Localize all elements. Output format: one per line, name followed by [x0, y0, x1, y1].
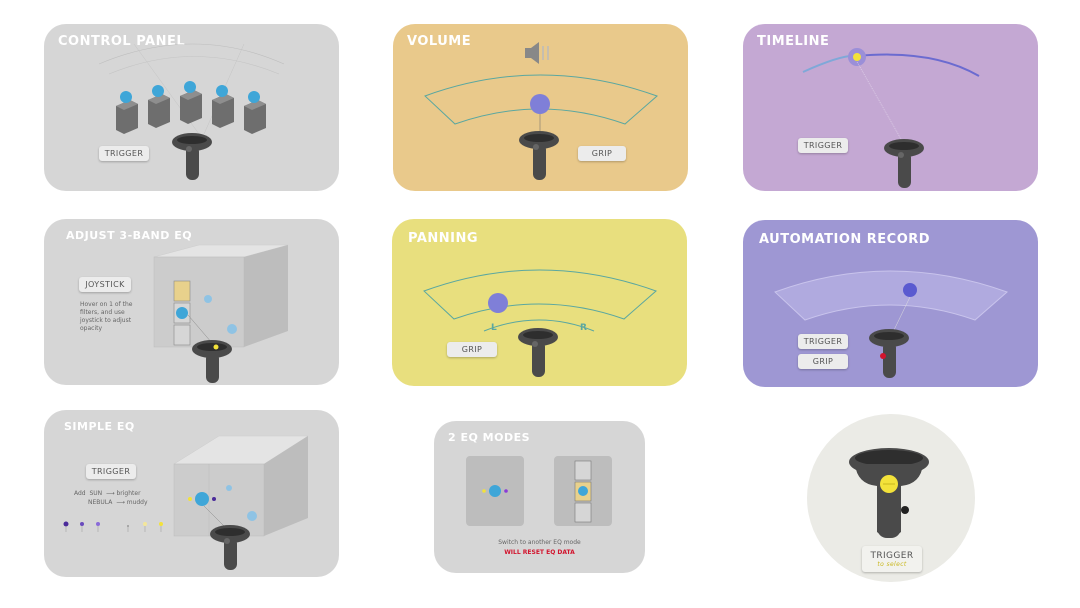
vr-controller-icon	[210, 525, 250, 570]
simple-eq-illustration	[63, 435, 309, 570]
card-adjust-eq: ADJUST 3-BAND EQ JOYSTICK Hover on 1 of …	[44, 219, 339, 385]
card-volume: VOLUME GRIP	[393, 24, 688, 191]
eq-modes-illustration	[466, 456, 612, 526]
trigger-button-label: TRIGGER	[798, 138, 848, 153]
nebula-rule: NEBULA ⟶ muddy	[88, 499, 148, 506]
knob-row	[116, 81, 266, 134]
vr-controller-icon	[884, 139, 924, 188]
vr-controller-closeup-icon	[849, 448, 929, 538]
vr-controller-icon	[869, 329, 909, 378]
card-simple-eq: SIMPLE EQ TRIGGER Add SUN ⟶ brighte	[44, 410, 339, 577]
vr-controller-icon	[192, 340, 232, 383]
vr-controller-icon	[518, 328, 558, 377]
card-title: CONTROL PANEL	[58, 34, 186, 49]
trigger-button-label: TRIGGER	[99, 146, 149, 161]
card-title: TIMELINE	[757, 34, 830, 49]
eq-mode-caption: Switch to another EQ mode	[498, 539, 581, 546]
card-automation-record: AUTOMATION RECORD TRIGGER GRIP	[743, 220, 1038, 387]
card-panning: PANNING L R GRIP	[392, 219, 687, 386]
trigger-button-label: TRIGGER	[86, 464, 136, 479]
card-control-panel: CONTROL PANEL TRIGGER	[44, 24, 339, 191]
eq-cube-illustration	[153, 244, 289, 383]
sun-rule: Add SUN ⟶ brighter	[74, 490, 141, 497]
grip-button-label: GRIP	[578, 146, 626, 161]
speaker-icon	[525, 42, 549, 64]
joystick-button-label: JOYSTICK	[79, 277, 131, 292]
grip-button-label: GRIP	[447, 342, 497, 357]
card-title: ADJUST 3-BAND EQ	[66, 229, 193, 242]
pan-right-label: R	[580, 323, 587, 333]
card-eq-modes: 2 EQ MODES Switch to another EQ mode WIL…	[434, 421, 645, 573]
planet-pins	[63, 521, 163, 532]
card-title: PANNING	[408, 231, 479, 246]
pan-left-label: L	[491, 323, 497, 333]
trigger-button-label: TRIGGER	[798, 334, 848, 349]
trigger-detail-circle: TRIGGER to select	[807, 414, 975, 582]
automation-illustration	[774, 270, 1008, 378]
volume-illustration	[424, 42, 658, 180]
timeline-illustration	[802, 48, 980, 188]
control-panel-illustration	[98, 43, 285, 180]
vr-controller-icon	[519, 131, 559, 180]
panning-illustration	[423, 269, 657, 377]
card-timeline: TIMELINE TRIGGER	[743, 24, 1038, 191]
grip-button-label: GRIP	[798, 354, 848, 369]
eq-instructions: Hover on 1 of the filters, and use joyst…	[80, 301, 133, 332]
card-title: AUTOMATION RECORD	[759, 232, 931, 247]
trigger-select-badge: TRIGGER to select	[862, 546, 922, 572]
vr-controller-icon	[172, 133, 212, 180]
eq-mode-warning: WILL RESET EQ DATA	[504, 549, 575, 556]
card-title: VOLUME	[407, 34, 472, 49]
card-title: 2 EQ MODES	[448, 431, 531, 444]
card-title: SIMPLE EQ	[64, 420, 135, 433]
